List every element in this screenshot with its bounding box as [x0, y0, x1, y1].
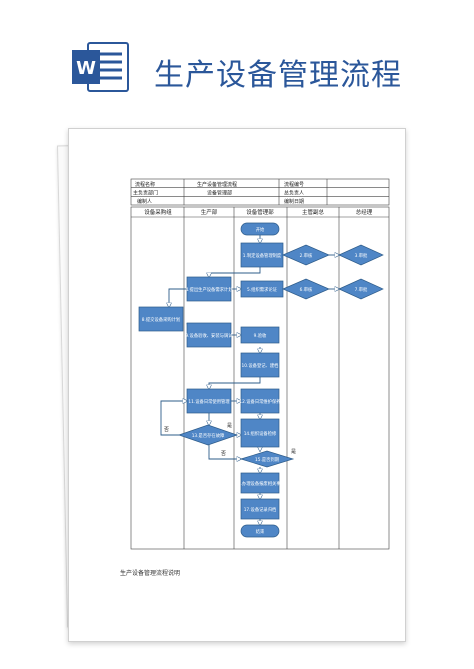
node-14: [240, 418, 280, 448]
flow-nodes: [138, 222, 384, 538]
node-9-label: 9.设备验收、安装与调试: [185, 332, 233, 339]
cell-process-name: 生产设备管理流程: [197, 181, 237, 188]
node-16-label: 15.是否到期: [255, 456, 279, 463]
node-3-label: 3.审批: [355, 252, 368, 259]
cell-date-label: 编制日期: [284, 198, 304, 205]
node-4-label: 4.提出生产设备需求计划: [185, 286, 232, 293]
node-18-label: 17.设备记录归档: [244, 506, 277, 513]
cell-process-name-label: 流程名称: [135, 181, 155, 188]
node-17-label: 16.办理设备报废相关事宜: [235, 480, 286, 487]
document-title: 生产设备管理流程: [154, 58, 402, 93]
node-10: [240, 326, 280, 344]
flowchart-paper: 流程名称 生产设备管理流程 流程编号 主负责部门 设备管理部 总负责人 编制人 …: [68, 128, 406, 642]
lane-general-manager: 总经理: [356, 208, 373, 216]
svg-text:W: W: [76, 58, 96, 79]
node-6: [282, 278, 330, 300]
branch-yes-bottom: 是: [291, 449, 296, 455]
info-table-text: 流程名称 生产设备管理流程 流程编号 主负责部门 设备管理部 总负责人 编制人 …: [133, 181, 304, 205]
cell-owner-label: 总负责人: [284, 190, 304, 197]
lane-equipment-mgmt: 设备管理部: [246, 208, 274, 216]
node-4: [186, 276, 232, 302]
document-header: W 生产设备管理流程: [0, 0, 474, 110]
node-1: [240, 242, 284, 268]
cell-author-label: 编制人: [137, 198, 152, 205]
node-1-label: 1.制定设备管理制度: [243, 252, 282, 259]
cell-main-dept: 设备管理部: [207, 190, 232, 197]
node-3: [338, 244, 384, 266]
node-10-label: 9.验收: [254, 332, 267, 339]
node-13: [240, 388, 280, 414]
lane-vice-president: 主管副总: [302, 208, 325, 216]
node-7: [338, 278, 384, 300]
node-8: [138, 306, 184, 332]
node-5-label: 5.组织需求论证: [247, 286, 278, 293]
node-end-label: 结束: [256, 528, 265, 535]
lane-production: 生产部: [201, 208, 218, 216]
node-11-label: 10.设备登记、建档: [242, 362, 279, 369]
node-start-label: 开始: [256, 226, 265, 233]
info-table: [130, 178, 390, 206]
node-12-label: 11.设备日常使用管理: [188, 398, 230, 405]
node-2-label: 2.审核: [300, 252, 313, 259]
node-15-label: 13.是否存在故障: [192, 432, 225, 439]
node-16: [239, 450, 295, 468]
node-15: [177, 424, 239, 446]
node-17: [240, 472, 280, 494]
cell-process-no-label: 流程编号: [284, 181, 304, 188]
node-13-label: 12.设备日常维护保养: [239, 398, 281, 405]
word-document-icon: W: [72, 42, 129, 92]
node-12: [186, 388, 232, 414]
node-8-label: 8.提交设备采购计划: [142, 316, 180, 323]
node-6-label: 6.审核: [300, 286, 313, 293]
flowchart-caption: 生产设备管理流程说明: [120, 570, 181, 577]
branch-no-left: 否: [164, 427, 169, 433]
lane-headers: 设备采购组 生产部 设备管理部 主管副总 总经理: [144, 208, 373, 216]
cell-main-dept-label: 主负责部门: [133, 190, 158, 197]
branch-labels: 否 是 否 是: [164, 423, 296, 457]
node-end: [240, 524, 280, 538]
lane-purchasing: 设备采购组: [144, 208, 172, 216]
flowchart-diagram: 流程名称 生产设备管理流程 流程编号 主负责部门 设备管理部 总负责人 编制人 …: [130, 178, 390, 550]
node-2: [282, 244, 330, 266]
node-9: [186, 322, 232, 348]
node-7-label: 7.审批: [355, 286, 368, 293]
node-18: [240, 498, 280, 520]
node-14-label: 14.组织设备检修: [244, 430, 277, 437]
swimlane-frame: [130, 206, 390, 550]
node-labels: 开始 1.制定设备管理制度 2.审核 3.审批 4.提出生产设备需求计划 5.组…: [142, 226, 368, 535]
branch-yes-right: 是: [227, 423, 232, 429]
node-start: [240, 222, 280, 236]
node-11: [240, 352, 280, 378]
branch-no-bottom: 否: [221, 451, 226, 457]
